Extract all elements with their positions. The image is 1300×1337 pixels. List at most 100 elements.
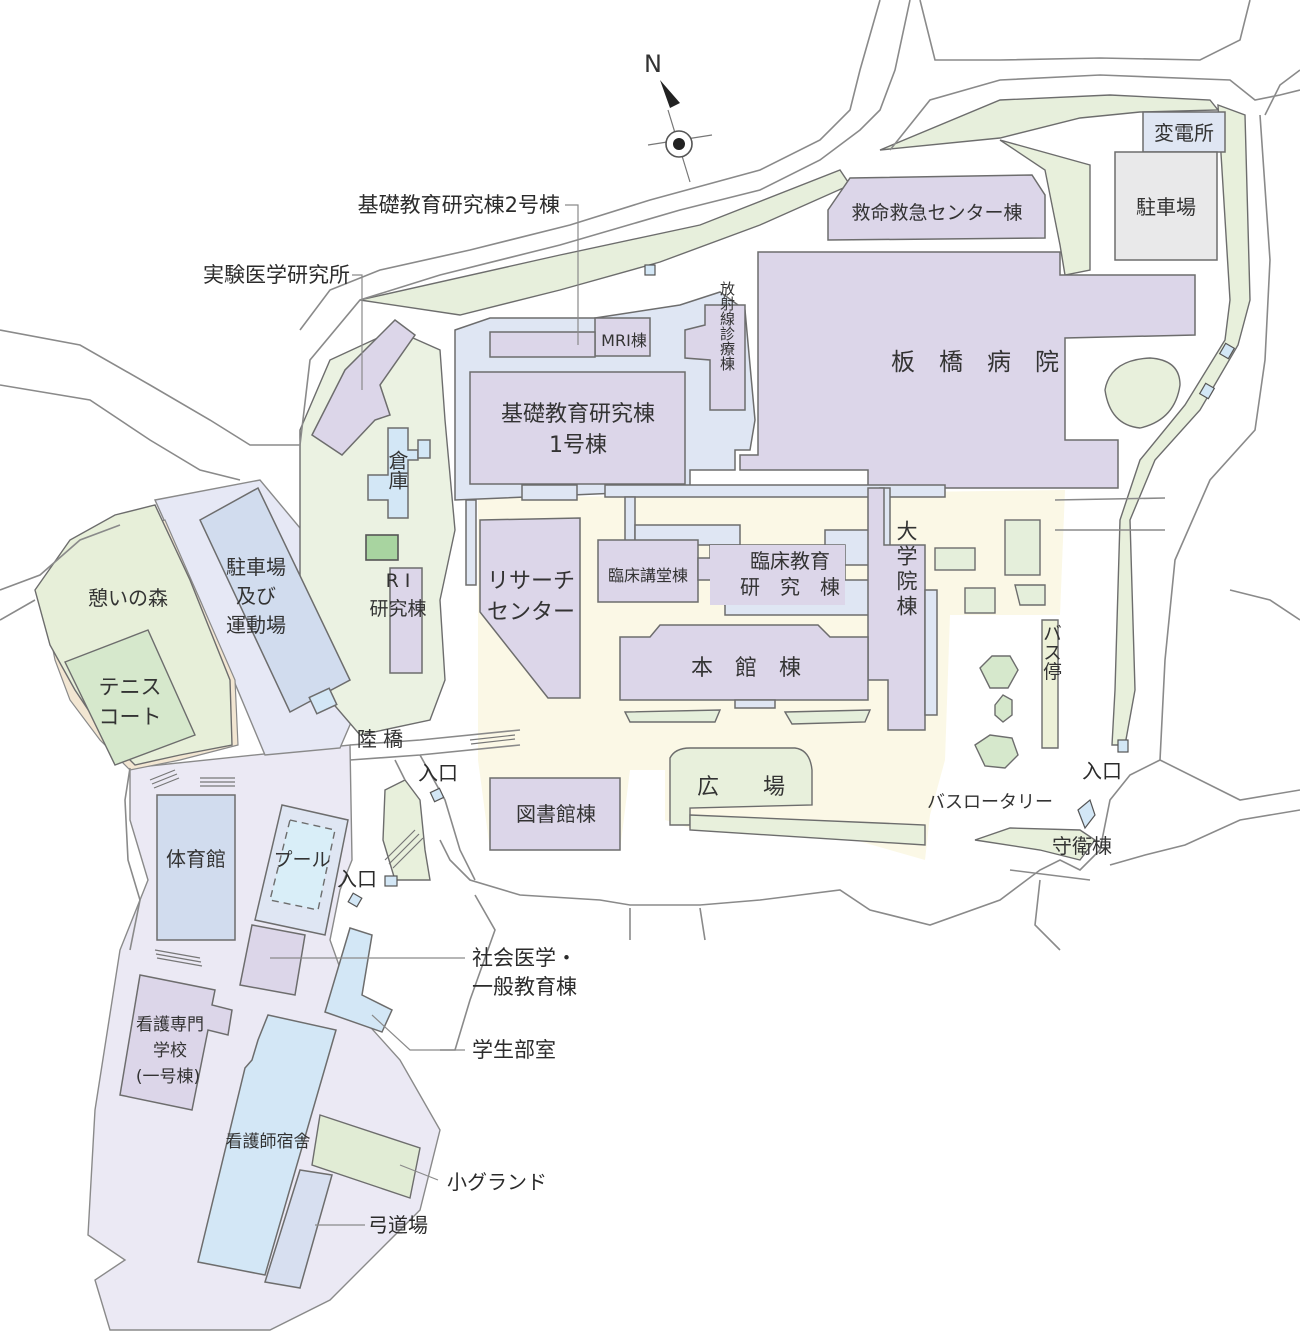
entrance-marker (1218, 342, 1236, 360)
library-building[interactable] (489, 777, 621, 851)
graduate-school-building[interactable] (867, 487, 926, 731)
clinical-lecture-label: 臨床講堂棟 (608, 566, 688, 585)
itabashi-hospital-building[interactable] (739, 251, 1196, 489)
east-parking-label: 駐車場 (1136, 195, 1196, 219)
road-network (0, 0, 1300, 1051)
pool-label: プール (273, 849, 330, 871)
stairs (149, 734, 516, 967)
entrance-marker (429, 787, 445, 803)
storehouse-building[interactable] (367, 427, 419, 519)
callout-social-medicine: 社会医学・ (472, 946, 577, 970)
radiology-label: 放射線診療棟 (718, 281, 736, 371)
graduate-annex (924, 589, 938, 716)
guard-booth (1077, 798, 1096, 830)
gymnasium-building[interactable] (156, 794, 236, 941)
entrance-green (382, 779, 431, 881)
entrance-marker (384, 875, 398, 887)
east-parking[interactable] (1114, 151, 1218, 261)
basic-research-1-building[interactable] (469, 371, 686, 485)
main-front-green (783, 709, 872, 725)
entrance-label-west: 入口 (418, 761, 458, 785)
callout-experimental-medicine: 実験医学研究所 (203, 263, 350, 287)
guard-label: 守衛棟 (1052, 834, 1112, 858)
small-ground[interactable] (311, 1114, 421, 1199)
main-building[interactable] (619, 624, 869, 701)
substation-building[interactable] (1142, 111, 1226, 153)
green-patch (1004, 519, 1041, 576)
nursing-school-label-2: 学校 (153, 1041, 187, 1061)
basic-research-2-building[interactable] (489, 331, 596, 358)
ri-label: R I (386, 570, 411, 592)
research-center-building[interactable] (479, 517, 581, 699)
gymnasium-label: 体育館 (166, 847, 226, 871)
entrance-marker (1198, 382, 1216, 400)
tennis-label-2: コート (99, 705, 162, 729)
parking-annex (308, 687, 338, 715)
storehouse-label: 倉庫 (385, 450, 409, 490)
student-club-building[interactable] (324, 927, 393, 1033)
dormitory-label: 看護師宿舎 (226, 1132, 311, 1152)
main-annex (734, 699, 776, 709)
callout-social-medicine-2: 一般教育棟 (472, 975, 577, 999)
entrance-label-south: 入口 (337, 867, 377, 891)
emergency-label: 救命救急センター棟 (851, 202, 1022, 224)
mri-building[interactable] (594, 317, 651, 357)
nursing-school-building[interactable] (119, 974, 233, 1111)
basic-research-1-label: 基礎教育研究棟 (501, 402, 655, 427)
parking-sports-label: 駐車場 (226, 555, 286, 579)
green-patch (964, 587, 996, 614)
research-center-label-2: センター (487, 600, 575, 625)
callout-small-ground: 小グランド (447, 1170, 547, 1194)
corridor (465, 499, 477, 586)
basic-research-1-label-2: 1号棟 (549, 433, 607, 458)
compass-icon (647, 80, 713, 183)
research-center-label: リサーチ (487, 569, 575, 594)
clinical-education-body (710, 545, 845, 605)
hospital-label: 板 橋 病 院 (891, 348, 1059, 376)
substation-label: 変電所 (1154, 121, 1214, 145)
green-patch (1014, 584, 1046, 606)
guard-green (974, 827, 1097, 861)
green-marker (365, 534, 399, 561)
library-label: 図書館棟 (516, 802, 596, 826)
archery-hall[interactable] (264, 1169, 333, 1289)
parking-sports-building[interactable] (199, 486, 351, 714)
callout-archery: 弓道場 (368, 1213, 428, 1237)
bus-stop-island (1041, 619, 1059, 749)
bridge-label: 陸 橋 (357, 727, 403, 751)
plaza-strip (689, 814, 926, 846)
ri-research-building[interactable] (389, 567, 423, 674)
nursing-school-label-3: (一号棟) (136, 1067, 200, 1087)
radiology-building[interactable] (684, 304, 746, 411)
nursing-school-label: 看護専門 (136, 1015, 204, 1035)
clinical-education-label: 臨床教育 (750, 549, 830, 573)
corridor (624, 496, 636, 543)
entrance-marker (644, 264, 656, 276)
corridor (604, 484, 946, 498)
bus-stop-label: バス停 (1040, 624, 1062, 681)
plaza-label: 広 場 (697, 775, 785, 800)
east-oval-green (1104, 357, 1181, 429)
callout-basic-research-2: 基礎教育研究棟2号棟 (358, 193, 560, 217)
graduate-school-label: 大学院棟 (894, 520, 918, 620)
forest-label: 憩いの森 (88, 586, 168, 610)
emergency-center-building[interactable] (827, 174, 1046, 241)
tennis-court (64, 629, 196, 766)
entrance-marker (1117, 739, 1129, 753)
nurse-dormitory-building[interactable] (197, 1014, 337, 1276)
rotary-island-2 (994, 694, 1013, 723)
rotary-island-1 (979, 655, 1019, 689)
north-green-strip (359, 169, 852, 316)
bus-rotary-label: バスロータリー (927, 792, 1053, 813)
callout-student-room: 学生部室 (472, 1038, 556, 1062)
entrance-marker (347, 892, 363, 908)
social-medicine-building[interactable] (239, 924, 306, 996)
clinical-education-label-2: 研 究 棟 (740, 575, 840, 599)
corridor (521, 484, 578, 501)
entrance-label-east: 入口 (1082, 759, 1122, 783)
plaza-green (669, 747, 813, 826)
storehouse-annex (417, 439, 431, 459)
ri-label-2: 研究棟 (369, 598, 426, 620)
tennis-label: テニス (99, 675, 162, 699)
